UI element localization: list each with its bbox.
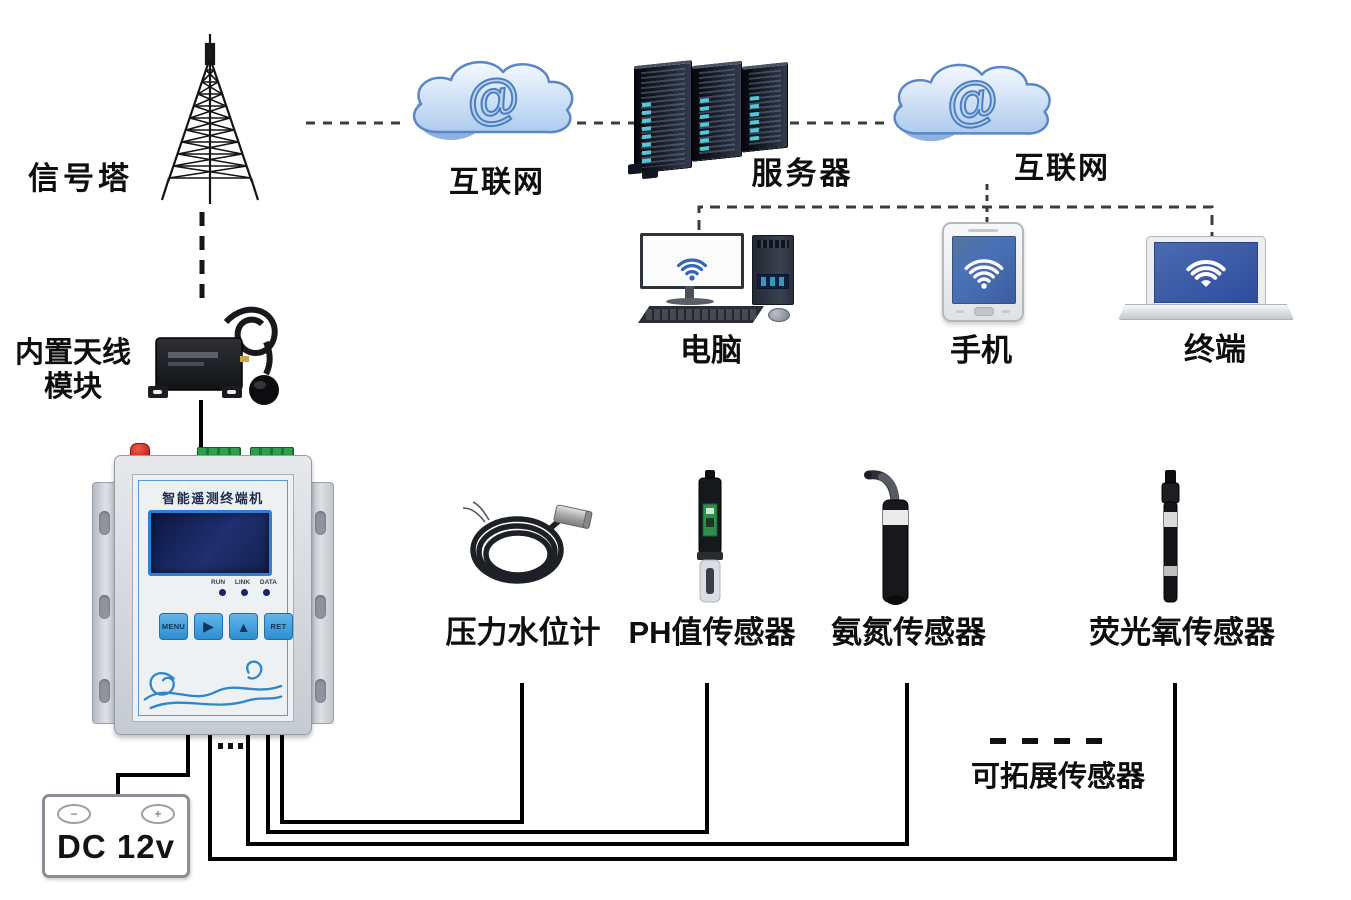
server-rack-2 bbox=[692, 60, 742, 162]
data-led bbox=[262, 589, 270, 596]
antenna-module-label: 内置天线 模块 bbox=[2, 336, 144, 404]
ph-sensor-icon bbox=[697, 470, 723, 603]
computer-monitor bbox=[640, 233, 744, 289]
wire-sensor-oxygen bbox=[208, 683, 1177, 861]
plus-sign: + bbox=[154, 807, 162, 821]
led-label-link: LINK bbox=[234, 579, 251, 586]
server-rack-3 bbox=[742, 61, 788, 153]
ammonia-sensor-icon bbox=[864, 470, 909, 605]
laptop-label: 终端 bbox=[1184, 332, 1246, 367]
device-keypad: MENU ▶ ▲ RET bbox=[159, 613, 293, 640]
minus-terminal: − bbox=[57, 804, 91, 824]
internet-cloud-left-icon: @ bbox=[412, 60, 574, 140]
right-arrow-button: ▶ bbox=[194, 613, 223, 640]
keyhole-slot bbox=[99, 679, 110, 703]
phone-body bbox=[942, 222, 1024, 322]
laptop-screen bbox=[1146, 236, 1266, 308]
server-icon bbox=[628, 43, 792, 180]
phone-button-left bbox=[956, 310, 964, 313]
plus-terminal: + bbox=[141, 804, 175, 824]
laptop-icon bbox=[1118, 236, 1294, 320]
laptop-display bbox=[1154, 242, 1258, 303]
phone-button-right bbox=[1002, 310, 1010, 313]
cloud-left-label: 互联网 bbox=[449, 166, 545, 199]
phone-speaker bbox=[968, 229, 998, 232]
device-front-panel: 智能遥测终端机 RUN LINK DATA MENU ▶ ▲ RET bbox=[132, 474, 294, 722]
keyhole-slot bbox=[315, 595, 326, 619]
pressure-sensor-label: 压力水位计 bbox=[445, 615, 601, 650]
server-foot bbox=[628, 163, 642, 175]
computer-icon bbox=[638, 222, 800, 344]
phone-label: 手机 bbox=[950, 333, 1012, 368]
ammonia-sensor-label: 氨氮传感器 bbox=[831, 615, 986, 650]
cloud-right-label: 互联网 bbox=[1014, 152, 1110, 185]
monitor-base bbox=[666, 298, 714, 305]
status-leds: RUN LINK DATA bbox=[211, 579, 277, 596]
server-foot bbox=[642, 169, 658, 180]
server-rack-1 bbox=[634, 59, 692, 174]
phone-home-button bbox=[974, 307, 994, 316]
keyhole-slot bbox=[315, 679, 326, 703]
wifi-icon bbox=[964, 259, 1004, 289]
wave-logo bbox=[143, 660, 283, 710]
server-label: 服务器 bbox=[751, 156, 854, 191]
oxygen-sensor-label: 荧光氧传感器 bbox=[1089, 615, 1275, 650]
keyhole-slot bbox=[315, 511, 326, 535]
link-trunk bbox=[697, 205, 1214, 240]
mouse-icon bbox=[768, 308, 790, 322]
signal-tower-icon bbox=[160, 34, 260, 204]
internet-cloud-right-icon: @ bbox=[893, 63, 1051, 142]
led-label-run: RUN bbox=[211, 579, 226, 586]
tower-display bbox=[757, 274, 789, 289]
monitor-stand bbox=[685, 286, 694, 299]
antenna-module-label-line1: 内置天线 bbox=[14, 337, 131, 369]
tower-label: 信号塔 bbox=[28, 161, 133, 196]
menu-button: MENU bbox=[159, 613, 188, 640]
antenna-module-icon bbox=[148, 306, 279, 405]
keyboard-icon bbox=[638, 306, 764, 323]
computer-label: 电脑 bbox=[680, 333, 742, 368]
laptop-base bbox=[1118, 304, 1294, 320]
power-label: DC 12v bbox=[57, 828, 175, 865]
wire-sensor-ph bbox=[266, 683, 709, 834]
wifi-icon bbox=[677, 258, 707, 281]
wire-power bbox=[116, 732, 190, 795]
ph-sensor-label: PH值传感器 bbox=[628, 615, 796, 650]
expandable-sensors-label: 可拓展传感器 bbox=[970, 761, 1145, 793]
wire-sensor-pressure bbox=[280, 683, 524, 824]
oxygen-sensor-icon bbox=[1161, 470, 1180, 603]
minus-sign: − bbox=[70, 807, 78, 821]
ret-button: RET bbox=[264, 613, 293, 640]
link-led bbox=[240, 589, 248, 596]
pressure-sensor-icon bbox=[462, 501, 593, 584]
device-lcd-screen bbox=[148, 510, 272, 576]
at-symbol-icon: @ bbox=[942, 70, 1001, 136]
computer-tower bbox=[752, 235, 794, 305]
telemetry-terminal: 智能遥测终端机 RUN LINK DATA MENU ▶ ▲ RET bbox=[92, 442, 334, 738]
phone-screen bbox=[952, 236, 1016, 304]
up-arrow-button: ▲ bbox=[229, 613, 258, 640]
at-symbol-icon: @ bbox=[462, 67, 522, 134]
run-led bbox=[218, 589, 226, 596]
led-label-data: DATA bbox=[259, 579, 277, 586]
keyhole-slot bbox=[99, 595, 110, 619]
power-supply: − + DC 12v bbox=[42, 794, 190, 878]
keyhole-slot bbox=[99, 511, 110, 535]
device-title: 智能遥测终端机 bbox=[162, 491, 264, 506]
phone-icon bbox=[942, 222, 1024, 322]
antenna-module-label-line2: 模块 bbox=[43, 371, 102, 403]
wire-sensor-ammonia bbox=[246, 683, 909, 846]
wifi-icon bbox=[1186, 259, 1226, 287]
